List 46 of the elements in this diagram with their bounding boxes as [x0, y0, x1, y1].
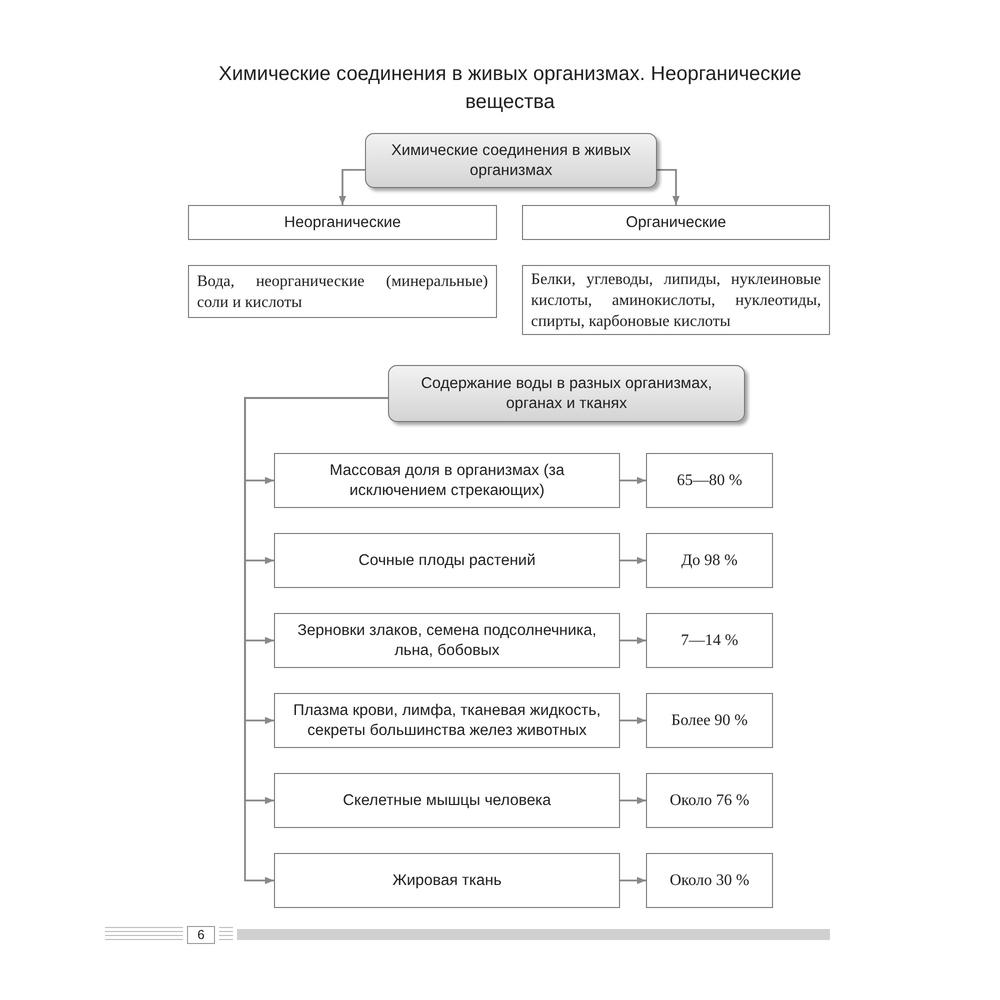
category-box [522, 205, 830, 240]
box-text: Сочные плоды растений [358, 550, 536, 570]
arrow [657, 168, 680, 205]
box-text: Около 30 % [670, 871, 750, 891]
box-text: Органические [626, 212, 726, 232]
arrow [620, 556, 646, 564]
box-text: Зерновки злаков, семена подсолнечника, льна, бобовых [296, 620, 598, 660]
arrow [338, 168, 365, 205]
heading-box [388, 365, 745, 422]
value-box [646, 613, 773, 668]
box-text: 7—14 % [680, 631, 738, 651]
value-box [646, 773, 773, 828]
value-box [646, 853, 773, 908]
box-text: 65—80 % [676, 471, 742, 491]
box-text: До 98 % [681, 551, 738, 571]
category-box [274, 533, 620, 588]
box-text: Скелетные мышцы человека [342, 790, 552, 810]
list-box [522, 265, 830, 335]
box-text: Химические соединения в живых организмах [390, 140, 632, 180]
category-box [274, 693, 620, 748]
category-box [274, 613, 620, 668]
box-text: Неорганические [284, 212, 401, 232]
value-box [646, 533, 773, 588]
box-text: Плазма крови, лимфа, тканевая жидкость, секреты большинства желез животных [292, 700, 602, 740]
value-box [646, 693, 773, 748]
arrow [620, 476, 646, 484]
box-text: Около 76 % [670, 791, 750, 811]
box-text: Более 90 % [671, 711, 748, 731]
heading-box [365, 133, 657, 188]
category-box [274, 773, 620, 828]
page-title: Химические соединения в живых организмах. Неорганические вещества [218, 62, 802, 115]
arrow [620, 636, 646, 644]
category-box [188, 205, 497, 240]
box-text: Содержание воды в разных организмах, органах и тканях [420, 374, 714, 414]
value-box [646, 453, 773, 508]
arrow [620, 796, 646, 804]
page-number: 6 [187, 926, 215, 944]
box-text: Вода, неорганические (минеральные) соли и кислоты [197, 272, 488, 312]
category-box [274, 853, 620, 908]
arrow [620, 716, 646, 724]
category-box [274, 453, 620, 508]
list-box [188, 265, 497, 318]
box-text: Жировая ткань [392, 870, 502, 890]
box-text: Белки, углеводы, липиды, нуклеиновые кислоты, аминокислоты, нуклеотиды, спирты, карбоновые кислоты [531, 270, 821, 332]
box-text: Массовая доля в организмах (за исключением стрекающих) [328, 460, 566, 500]
arrow [620, 876, 646, 884]
